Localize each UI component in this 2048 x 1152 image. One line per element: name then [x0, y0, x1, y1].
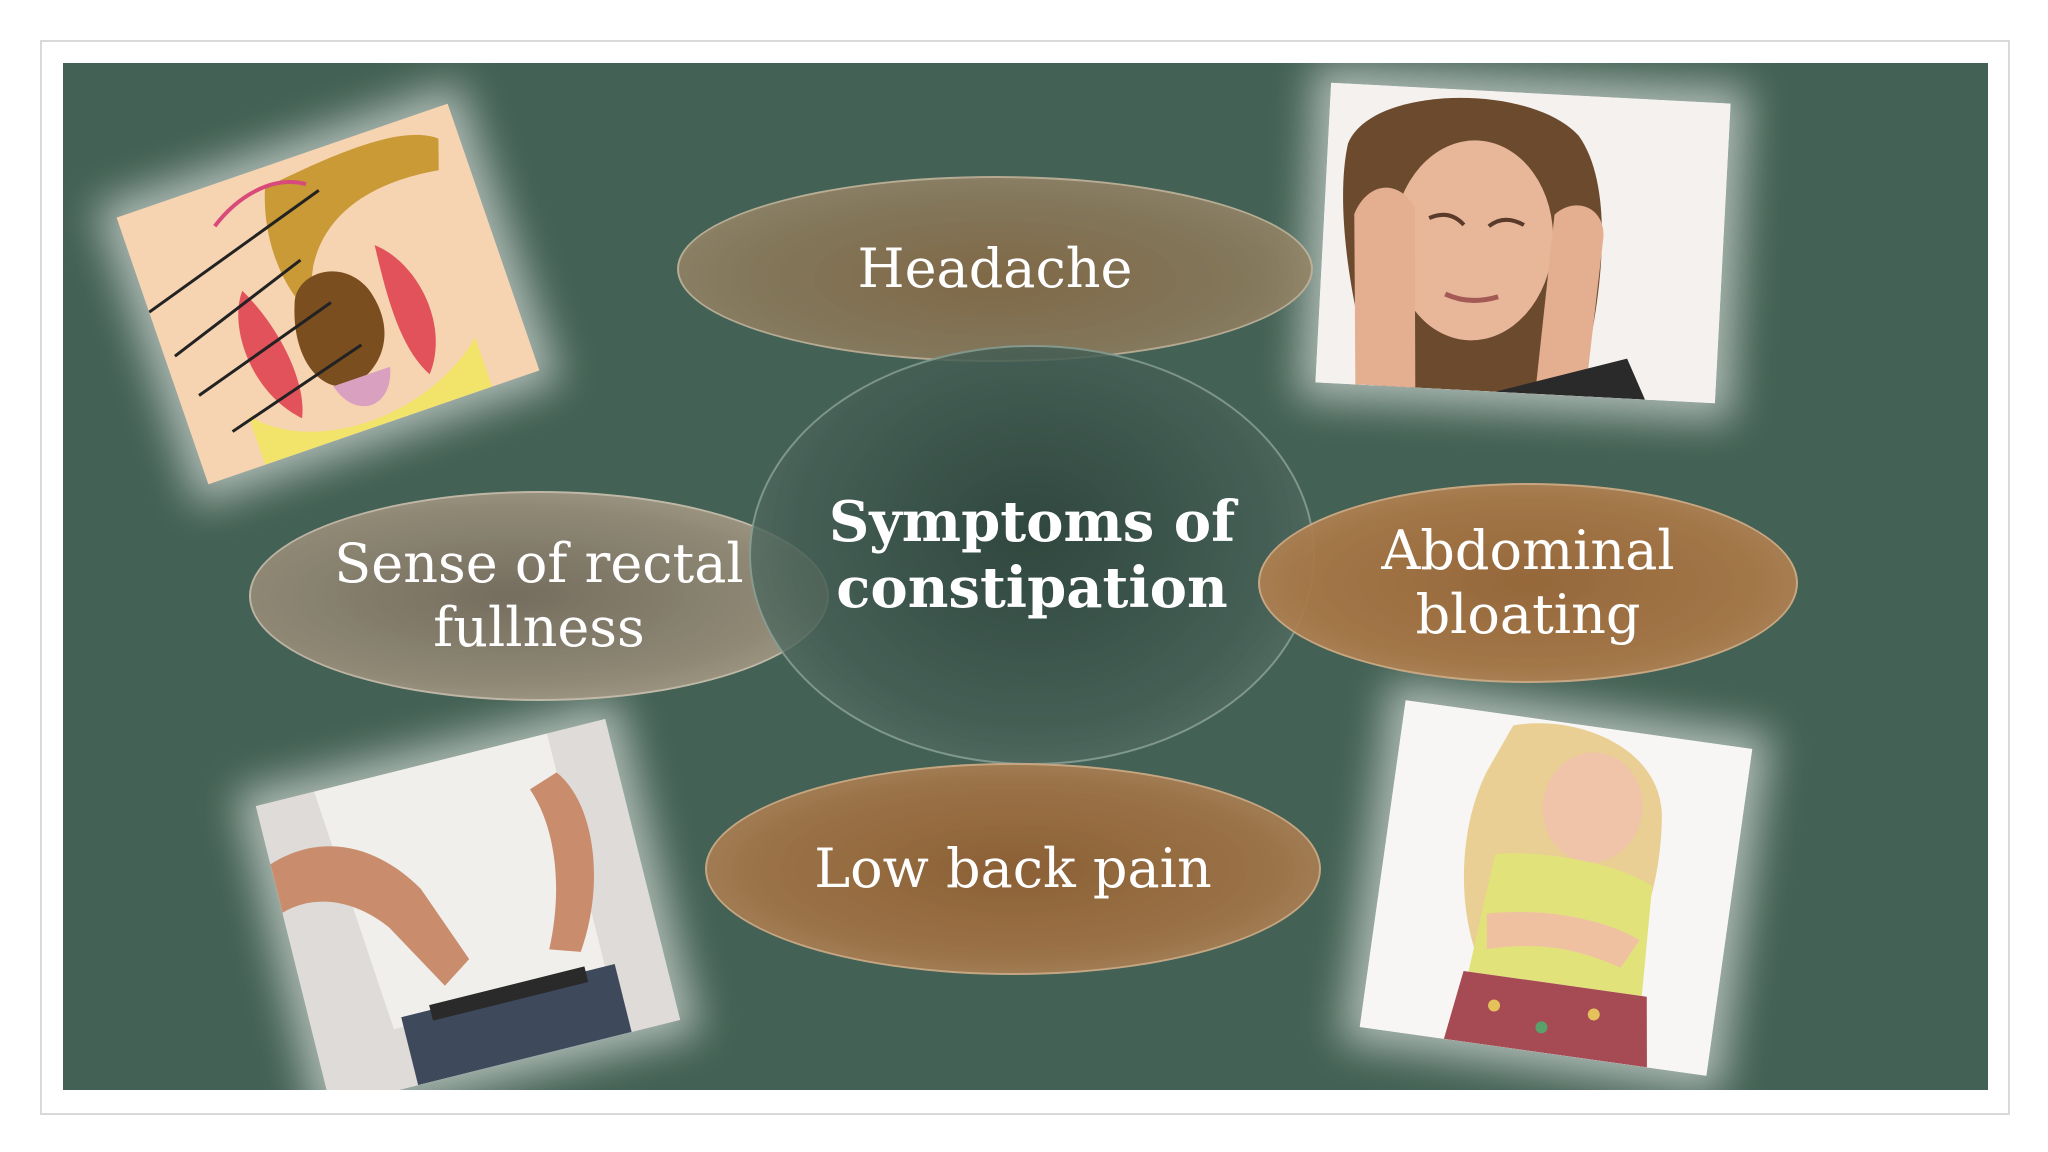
girl-stomach-ache-photo — [1359, 700, 1753, 1076]
girl-stomach-ache-graphic — [1359, 700, 1753, 1076]
center-node-line2: constipation — [836, 555, 1228, 621]
node-rectal-fullness-line2: fullness — [433, 596, 645, 659]
rectal-anatomy-graphic — [116, 103, 540, 485]
node-abdominal-bloating: Abdominal bloating — [1258, 483, 1798, 683]
node-low-back-pain-label: Low back pain — [814, 837, 1212, 901]
woman-headache-graphic — [1315, 82, 1731, 404]
node-rectal-fullness-line1: Sense of rectal — [334, 532, 744, 596]
node-headache: Headache — [677, 176, 1313, 362]
node-headache-label: Headache — [857, 237, 1133, 301]
woman-headache-photo — [1315, 82, 1731, 404]
rectal-anatomy-illustration — [116, 103, 540, 485]
center-node: Symptoms of constipation — [749, 345, 1315, 765]
node-abdominal-bloating-line2: bloating — [1415, 583, 1641, 646]
center-node-line1: Symptoms of — [828, 488, 1236, 555]
slide: Headache Sense of rectal fullness Sympto… — [63, 63, 1988, 1090]
man-back-pain-photo — [255, 719, 681, 1090]
man-back-pain-graphic — [255, 719, 681, 1090]
node-abdominal-bloating-line1: Abdominal — [1381, 519, 1675, 583]
node-rectal-fullness: Sense of rectal fullness — [249, 491, 829, 701]
node-low-back-pain: Low back pain — [705, 763, 1321, 975]
